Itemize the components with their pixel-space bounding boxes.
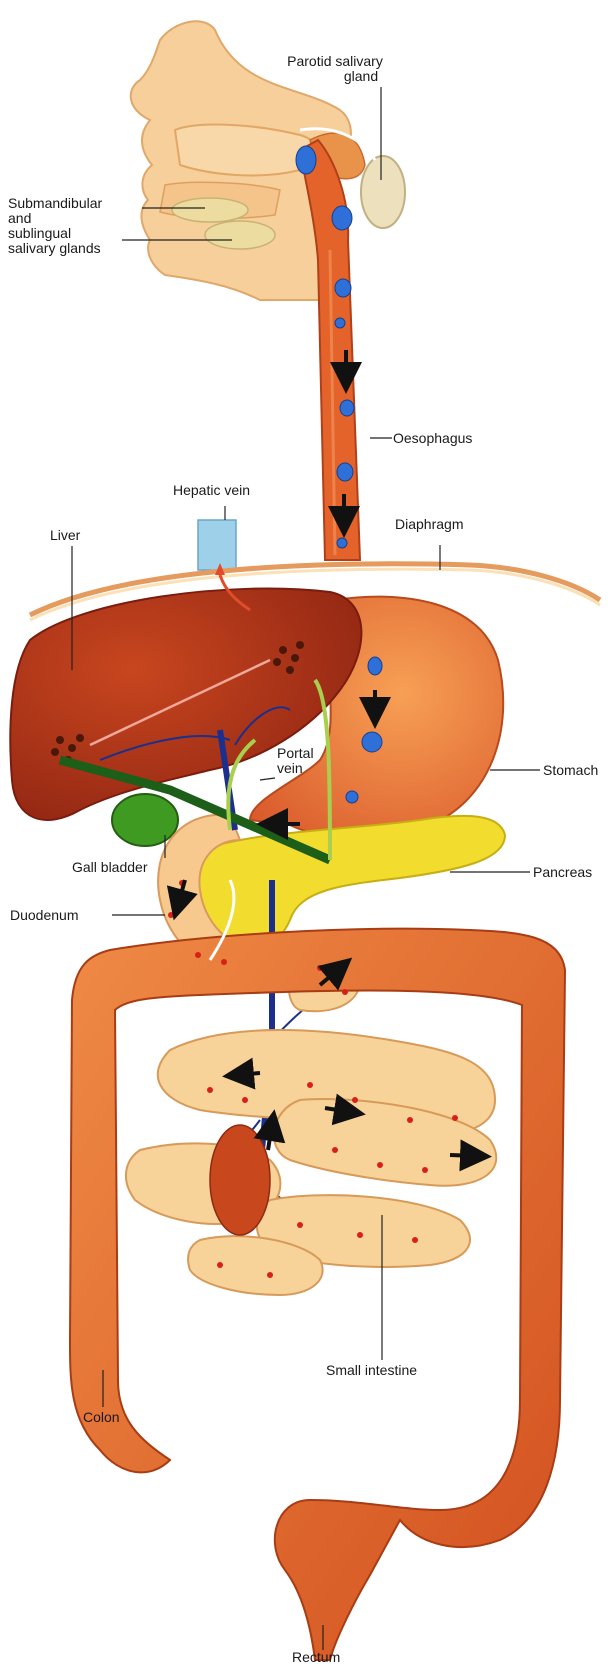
label-rectum: Rectum bbox=[292, 1650, 340, 1665]
label-submandibular-sublingual-glands: Submandibular and sublingual salivary gl… bbox=[8, 196, 102, 256]
small-intestine bbox=[126, 956, 496, 1295]
gall-bladder bbox=[112, 794, 178, 846]
label-portal-line-2: vein bbox=[277, 761, 314, 776]
label-portal-line-1: Portal bbox=[277, 746, 314, 761]
label-stomach: Stomach bbox=[543, 763, 598, 778]
label-hepatic-vein: Hepatic vein bbox=[173, 483, 250, 498]
label-gall-bladder: Gall bladder bbox=[72, 860, 148, 875]
label-liver: Liver bbox=[50, 528, 80, 543]
label-diaphragm: Diaphragm bbox=[395, 517, 463, 532]
label-parotid-line-1: Parotid salivary bbox=[265, 54, 405, 69]
label-parotid-salivary-gland: Parotid salivary gland bbox=[265, 54, 405, 84]
label-submandibular-line-4: salivary glands bbox=[8, 241, 102, 256]
label-submandibular-line-2: and bbox=[8, 211, 102, 226]
label-submandibular-line-1: Submandibular bbox=[8, 196, 102, 211]
oesophagus bbox=[300, 140, 360, 560]
label-submandibular-line-3: sublingual bbox=[8, 226, 102, 241]
label-portal-vein: Portal vein bbox=[277, 746, 314, 776]
hepatic-vein-vessel bbox=[198, 520, 236, 570]
label-parotid-line-2: gland bbox=[265, 69, 405, 84]
label-colon: Colon bbox=[83, 1410, 120, 1425]
label-pancreas: Pancreas bbox=[533, 865, 592, 880]
label-oesophagus: Oesophagus bbox=[393, 431, 472, 446]
label-duodenum: Duodenum bbox=[10, 908, 79, 923]
label-small-intestine: Small intestine bbox=[326, 1363, 417, 1378]
small-intestine-mesentery bbox=[210, 1125, 270, 1235]
